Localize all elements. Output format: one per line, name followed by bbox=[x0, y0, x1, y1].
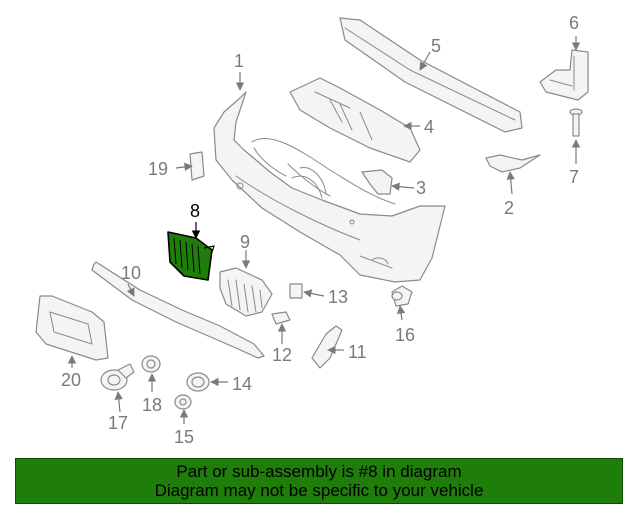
callout-19: 19 bbox=[148, 159, 168, 179]
callout-2: 2 bbox=[504, 198, 514, 218]
callout-1: 1 bbox=[234, 51, 244, 71]
callout-labels: 1 2 3 4 5 6 7 8 9 10 11 12 13 14 15 16 1… bbox=[61, 13, 579, 447]
part-11-bracket[interactable] bbox=[311, 325, 343, 369]
callout-4: 4 bbox=[424, 117, 434, 137]
part-16-sensor[interactable] bbox=[391, 285, 413, 307]
part-18-ring[interactable] bbox=[141, 355, 161, 373]
callout-13: 13 bbox=[328, 287, 348, 307]
callout-17: 17 bbox=[108, 413, 128, 433]
callout-8: 8 bbox=[190, 201, 200, 221]
part-17-grommet[interactable] bbox=[100, 363, 135, 391]
part-3-bracket[interactable] bbox=[361, 169, 393, 195]
callout-18: 18 bbox=[142, 395, 162, 415]
part-14-ring[interactable] bbox=[186, 372, 210, 392]
part-8-grille[interactable] bbox=[167, 231, 215, 281]
callout-16: 16 bbox=[395, 325, 415, 345]
part-9-grille-insert[interactable] bbox=[219, 267, 273, 317]
part-15-ring[interactable] bbox=[174, 394, 192, 410]
info-banner: Part or sub-assembly is #8 in diagram Di… bbox=[15, 458, 623, 504]
part-7-bolt[interactable] bbox=[569, 108, 583, 137]
callout-7: 7 bbox=[569, 167, 579, 187]
callout-3: 3 bbox=[416, 178, 426, 198]
callout-10: 10 bbox=[121, 263, 141, 283]
part-12-clip[interactable] bbox=[271, 311, 291, 325]
part-20-plate-bracket[interactable] bbox=[35, 295, 109, 361]
part-10-strip[interactable] bbox=[91, 261, 265, 359]
callout-12: 12 bbox=[272, 345, 292, 365]
part-1-bumper-cover[interactable] bbox=[213, 91, 446, 283]
part-5-reinforcement-bar[interactable] bbox=[339, 17, 523, 133]
callout-14: 14 bbox=[232, 374, 252, 394]
leader-lines bbox=[67, 36, 581, 424]
part-4-carrier[interactable] bbox=[289, 77, 421, 163]
part-13-clip[interactable] bbox=[289, 283, 303, 299]
callout-20: 20 bbox=[61, 370, 81, 390]
callout-15: 15 bbox=[174, 427, 194, 447]
parts-diagram: 1 2 3 4 5 6 7 8 9 10 11 12 13 14 15 16 1… bbox=[35, 13, 589, 447]
part-19-clip[interactable] bbox=[189, 151, 205, 181]
callout-11: 11 bbox=[348, 342, 367, 362]
banner-line-part: Part or sub-assembly is #8 in diagram bbox=[176, 462, 462, 481]
callout-6: 6 bbox=[569, 13, 579, 33]
banner-line-disclaimer: Diagram may not be specific to your vehi… bbox=[154, 481, 484, 500]
part-6-bracket[interactable] bbox=[539, 49, 589, 101]
callout-9: 9 bbox=[240, 232, 250, 252]
part-2-trim[interactable] bbox=[485, 154, 541, 173]
callout-5: 5 bbox=[431, 36, 441, 56]
